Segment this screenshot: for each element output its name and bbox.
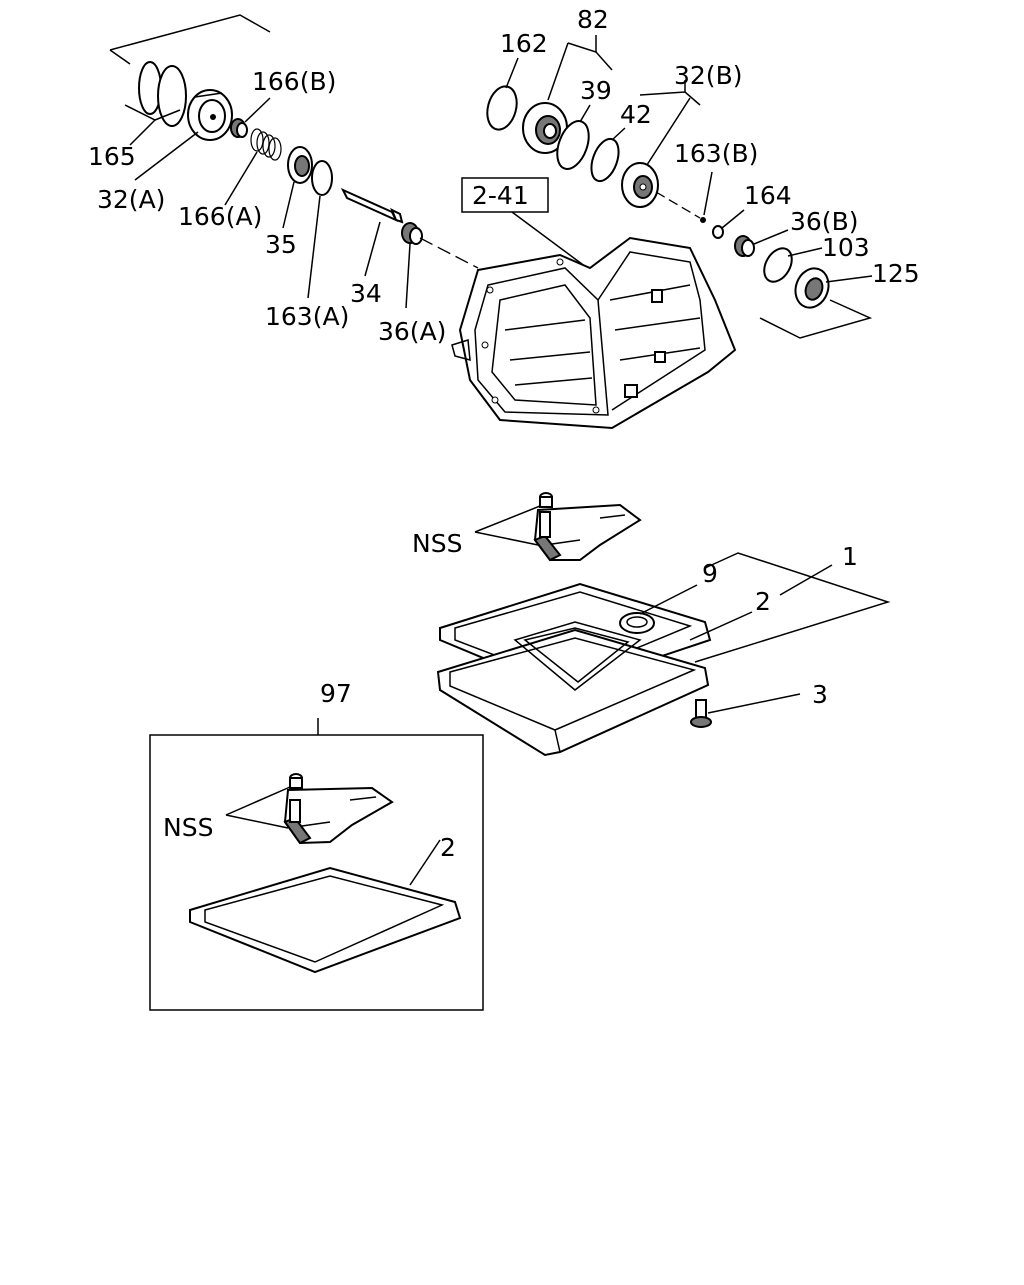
kit-box-97 <box>149 734 484 1011</box>
callout-125: 125 <box>872 259 920 288</box>
seal-9 <box>619 612 655 634</box>
callout-36a: 36(A) <box>378 317 446 346</box>
seal-125 <box>794 267 830 309</box>
bracket-82 <box>567 42 613 71</box>
callout-36b: 36(B) <box>790 207 858 236</box>
oil-pan <box>436 621 710 757</box>
callout-32a: 32(A) <box>97 185 165 214</box>
strainer-top <box>533 492 642 562</box>
spring-166b <box>230 118 248 138</box>
callout-42: 42 <box>620 100 652 129</box>
callout-165: 165 <box>88 142 136 171</box>
callout-103: 103 <box>822 233 870 262</box>
callout-labels: 82 162 166(B) 39 32(B) 42 165 163(B) 32(… <box>88 5 920 862</box>
callout-34: 34 <box>350 279 382 308</box>
piston-32b <box>621 162 659 208</box>
callout-nss-top: NSS <box>412 529 462 558</box>
callout-162: 162 <box>500 29 548 58</box>
ring-103 <box>763 247 793 283</box>
plug-36a <box>401 222 423 245</box>
bracket-1 <box>694 552 891 663</box>
callout-39: 39 <box>580 76 612 105</box>
ring-162 <box>486 85 518 131</box>
callout-2-box: 2 <box>440 833 456 862</box>
bracket-125 <box>759 299 873 339</box>
callout-35: 35 <box>265 230 297 259</box>
ball-163b <box>700 217 706 223</box>
gasket-kit <box>189 866 462 974</box>
callout-2-top: 2 <box>755 587 771 616</box>
callout-166b: 166(B) <box>252 67 336 96</box>
callout-nss-box: NSS <box>163 813 213 842</box>
spring-166a <box>250 128 282 161</box>
callout-9: 9 <box>702 559 718 588</box>
piston-32a <box>187 89 233 141</box>
callout-2-41: 2-41 <box>472 181 529 210</box>
callout-32b: 32(B) <box>674 61 742 90</box>
ref-box-2-41 <box>461 177 549 213</box>
callout-82: 82 <box>577 5 609 34</box>
ring-163a <box>311 160 333 196</box>
top-right-group <box>486 35 873 339</box>
callout-164: 164 <box>744 181 792 210</box>
retainer-35 <box>287 146 313 184</box>
strainer-kit <box>283 773 394 845</box>
ring-42 <box>590 137 620 183</box>
plug-36b <box>734 235 755 257</box>
bolt-3 <box>690 699 712 728</box>
callout-163b: 163(B) <box>674 139 758 168</box>
callout-166a: 166(A) <box>178 202 262 231</box>
bracket-line-top-left <box>109 14 271 51</box>
callout-1: 1 <box>842 542 858 571</box>
callout-163a: 163(A) <box>265 302 349 331</box>
callout-97: 97 <box>320 679 352 708</box>
ring-39 <box>556 120 590 170</box>
shaft-34 <box>340 187 404 224</box>
transmission-case <box>451 177 737 430</box>
washer-164 <box>712 225 724 239</box>
callout-3: 3 <box>812 680 828 709</box>
top-left-group <box>109 14 479 309</box>
